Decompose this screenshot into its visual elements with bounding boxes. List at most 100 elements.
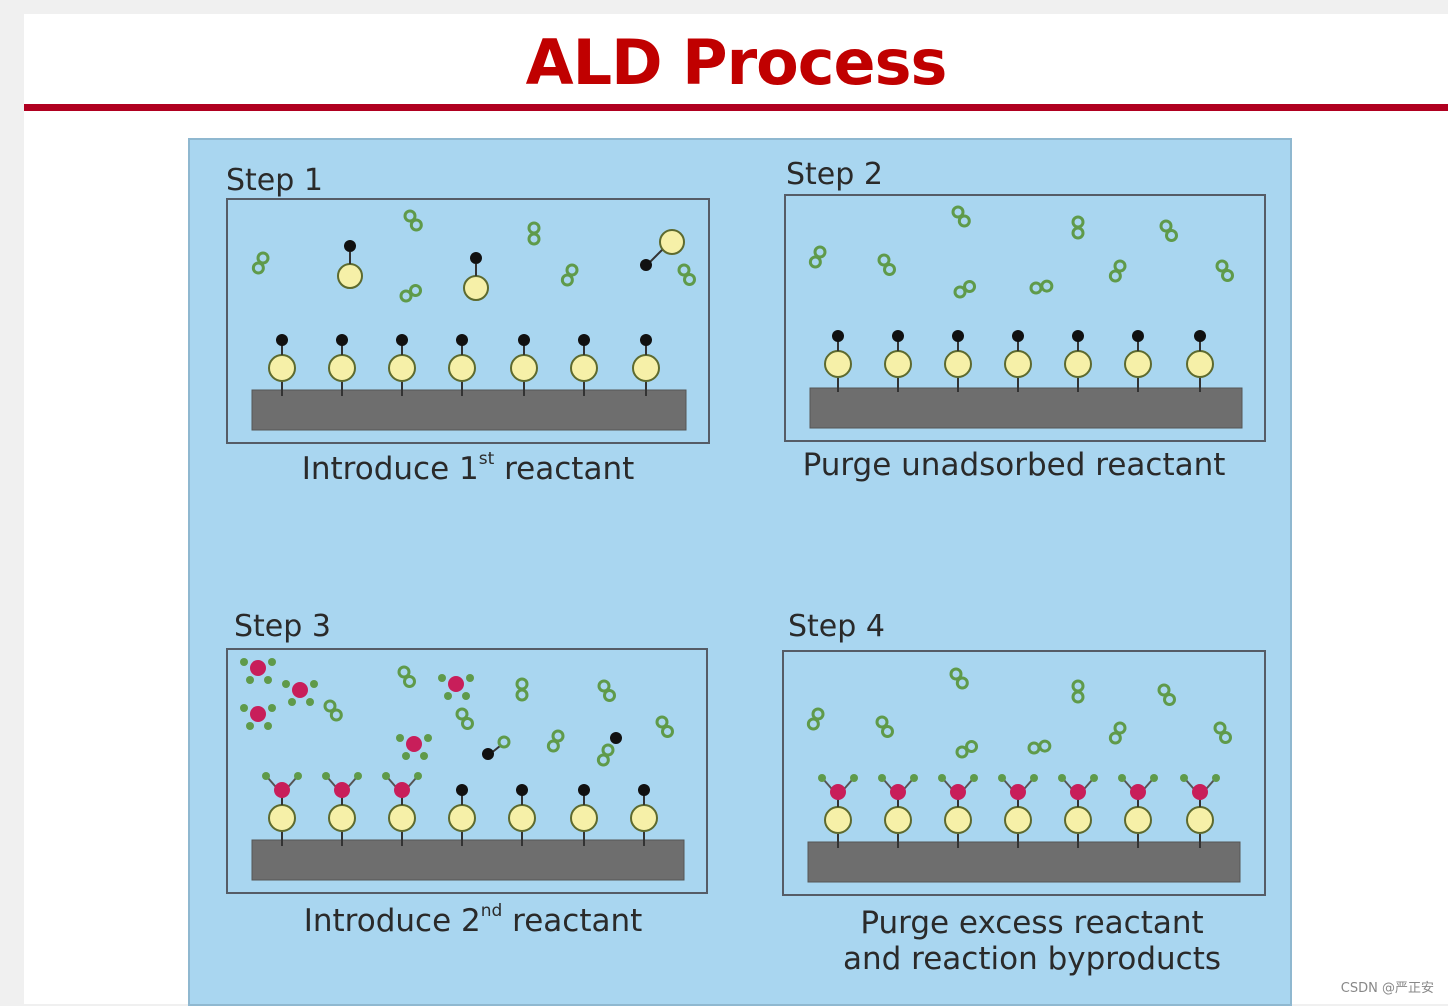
green-atom (596, 753, 610, 767)
green-atom (951, 205, 965, 219)
green-atom (1219, 731, 1232, 745)
green-atom (1108, 269, 1122, 283)
green-atom (910, 774, 918, 782)
green-atom (403, 675, 416, 689)
green-atom (965, 740, 979, 753)
green-atom (1071, 690, 1085, 704)
step-4-panel (782, 650, 1266, 896)
green-atom (1027, 741, 1041, 755)
green-atom (811, 707, 825, 721)
bead-atom (1186, 350, 1214, 378)
green-atom (818, 774, 826, 782)
green-atom (497, 735, 511, 749)
green-atom (661, 725, 674, 739)
black-atom (892, 330, 904, 342)
green-atom (323, 699, 337, 713)
green-atom (655, 715, 669, 729)
green-atom (850, 774, 858, 782)
green-atom (1071, 679, 1085, 693)
green-atom (403, 209, 417, 223)
bead-atom (884, 806, 912, 834)
green-atom (264, 676, 272, 684)
green-atom (875, 715, 889, 729)
green-atom (1071, 226, 1085, 240)
pink-atom (950, 784, 966, 800)
bead-atom (1124, 806, 1152, 834)
bead-atom (328, 354, 356, 382)
pink-atom (394, 782, 410, 798)
step-4-caption-line-1: Purge excess reactant (860, 905, 1204, 941)
panel-art (240, 658, 685, 881)
pink-atom (406, 736, 422, 752)
green-atom (998, 774, 1006, 782)
pink-atom (1010, 784, 1026, 800)
green-atom (955, 745, 969, 759)
green-atom (1150, 774, 1158, 782)
green-atom (268, 704, 276, 712)
step-2-panel (784, 194, 1266, 442)
pink-atom (890, 784, 906, 800)
green-atom (1113, 259, 1127, 273)
green-atom (597, 679, 611, 693)
green-atom (409, 284, 423, 297)
bead-atom (659, 229, 685, 255)
green-atom (957, 214, 971, 228)
green-atom (310, 680, 318, 688)
step-4-caption: Purge excess reactant and reaction bypro… (782, 905, 1282, 977)
black-atom (638, 784, 650, 796)
bead-atom (1124, 350, 1152, 378)
green-atom (246, 676, 254, 684)
bead-atom (824, 350, 852, 378)
green-atom (683, 273, 696, 287)
green-atom (601, 743, 615, 757)
green-atom (438, 674, 446, 682)
panel-art (251, 209, 696, 431)
pink-atom (250, 660, 266, 676)
black-atom (578, 334, 590, 346)
green-atom (264, 722, 272, 730)
substrate (809, 387, 1243, 429)
green-atom (515, 688, 529, 702)
bead-atom (944, 806, 972, 834)
bond (649, 249, 663, 263)
black-atom (640, 259, 652, 271)
title-divider (24, 104, 1448, 111)
green-atom (881, 725, 894, 739)
black-atom (516, 784, 528, 796)
green-atom (282, 680, 290, 688)
step-4-caption-line-2: and reaction byproducts (843, 940, 1221, 977)
bead-atom (337, 263, 363, 289)
green-atom (397, 665, 411, 679)
green-atom (1071, 215, 1085, 229)
green-atom (268, 658, 276, 666)
green-atom (424, 734, 432, 742)
pink-atom (1192, 784, 1208, 800)
step-3-caption: Introduce 2nd reactant (303, 901, 643, 939)
green-atom (565, 263, 579, 277)
substrate (807, 841, 1241, 883)
green-atom (240, 658, 248, 666)
green-atom (382, 772, 390, 780)
green-atom (256, 251, 270, 265)
green-atom (1113, 721, 1127, 735)
step-4-label: Step 4 (788, 609, 885, 644)
green-atom (560, 273, 574, 287)
black-atom (336, 334, 348, 346)
bead-atom (508, 804, 536, 832)
green-atom (1165, 229, 1178, 243)
black-atom (470, 252, 482, 264)
bead-atom (448, 804, 476, 832)
step-3-label: Step 3 (234, 609, 331, 644)
step-2-label: Step 2 (786, 157, 883, 192)
green-atom (414, 772, 422, 780)
green-atom (813, 245, 827, 259)
bead-atom (328, 804, 356, 832)
bead-atom (632, 354, 660, 382)
step-1-caption: Introduce 1st reactant (301, 449, 635, 487)
panel-art (808, 205, 1243, 429)
substrate (251, 389, 687, 431)
bead-atom (1064, 806, 1092, 834)
green-atom (402, 752, 410, 760)
green-atom (399, 289, 413, 303)
green-atom (1213, 721, 1227, 735)
